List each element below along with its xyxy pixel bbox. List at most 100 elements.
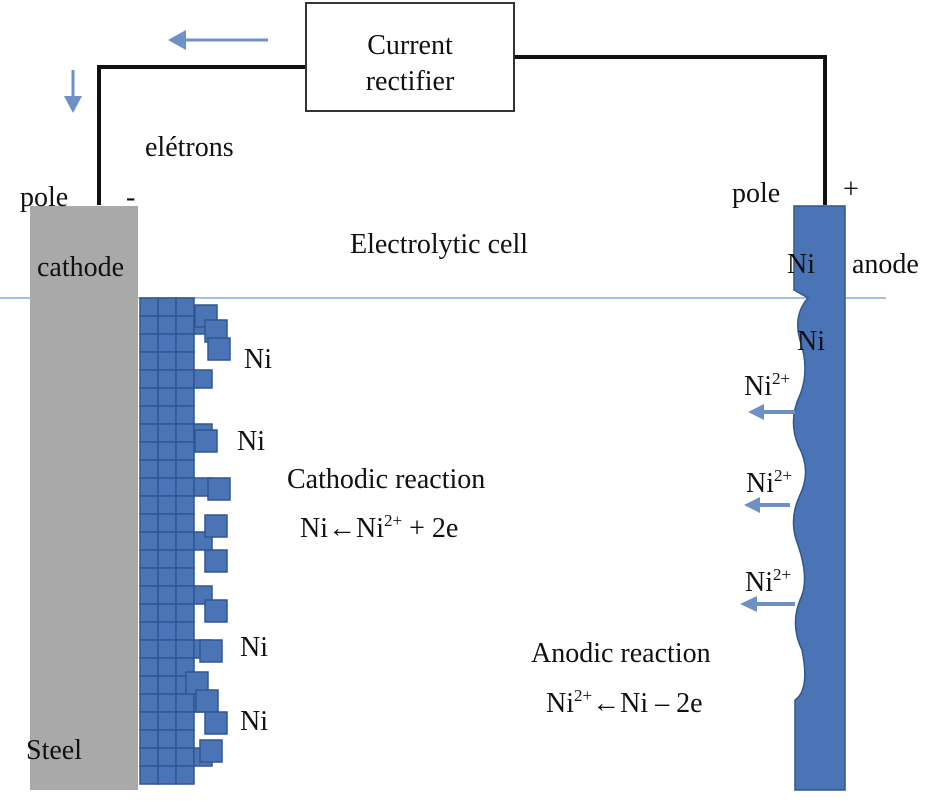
anode-label: anode [852,249,919,280]
electron-flow-arrow-left [168,30,268,50]
nickel-deposit-cell [139,567,159,587]
nickel-deposit-cell [157,639,177,659]
nickel-deposit-cell [157,729,177,749]
left-wire [97,65,305,205]
nickel-deposit-cell [139,459,159,479]
nickel-deposit-cell [157,315,177,335]
nickel-deposit-cell [157,621,177,641]
nickel-deposit-cell [139,585,159,605]
nickel-deposit-cell [157,657,177,677]
nickel-deposit-cell [175,621,195,641]
rectifier-label-line2: rectifier [365,66,455,97]
nickel-deposit-cell [139,513,159,533]
electron-flow-arrow-down [64,70,82,113]
nickel-deposit-cell [204,711,228,735]
pole-label-right: pole [732,178,781,209]
nickel-deposit-cell [139,423,159,443]
nickel-deposit-cell [199,639,223,663]
nickel-deposit-cell [139,747,159,767]
anode-ni-atom-label: Ni [797,326,825,357]
anode-nickel-plate [792,205,846,791]
nickel-deposit-cell [175,567,195,587]
nickel-deposit-cell [139,531,159,551]
nickel-deposit-cell [175,459,195,479]
ion-arrow-3 [740,596,795,612]
nickel-deposit-cell [139,603,159,623]
positive-sign: + [843,174,859,205]
nickel-deposit-cell [175,585,195,605]
cathode-steel-plate [30,206,138,790]
nickel-deposit-cell [207,477,231,501]
nickel-deposit-cell [199,739,223,763]
nickel-deposit-cell [204,514,228,538]
nickel-deposit-cell [139,405,159,425]
nickel-deposit-cell [139,621,159,641]
nickel-deposit-cell [175,729,195,749]
nickel-deposit-cell [139,333,159,353]
nickel-deposit-cell [139,441,159,461]
nickel-deposit-cell [175,333,195,353]
nickel-deposit-cell [175,441,195,461]
nickel-deposit-cell [139,765,159,785]
nickel-deposit-cell [157,747,177,767]
cathode-ni-label: Ni [237,426,265,457]
ion-arrow-1 [748,404,795,420]
nickel-deposit-cell [175,405,195,425]
anode-ni-label: Ni [787,249,815,280]
nickel-deposit-cell [139,657,159,677]
nickel-deposit-cell [139,549,159,569]
nickel-deposit-cell [157,333,177,353]
nickel-deposit-cell [139,477,159,497]
nickel-deposit-cell [139,297,159,317]
nickel-deposit-cell [175,747,195,767]
nickel-deposit-cell [157,549,177,569]
nickel-deposit-cell [193,369,213,389]
nickel-deposit-cell [157,297,177,317]
ion-arrow-2 [744,497,790,513]
rectifier-label-line1: Current [367,30,453,61]
nickel-deposit-cell [175,603,195,623]
cathode-ni-label: Ni [244,344,272,375]
nickel-deposit-cell [175,693,195,713]
nickel-deposit-cell [157,405,177,425]
nickel-deposit-cell [139,351,159,371]
nickel-deposit-layer [139,297,231,785]
nickel-deposit-cell [157,441,177,461]
nickel-deposit-cell [204,599,228,623]
cathodic-reaction-title: Cathodic reaction [287,464,486,495]
nickel-deposit-cell [139,729,159,749]
nickel-deposit-cell [157,351,177,371]
nickel-deposit-cell [204,549,228,573]
nickel-deposit-cell [194,429,218,453]
nickel-deposit-cell [175,495,195,515]
cathode-label: cathode [37,252,125,283]
nickel-deposit-cell [157,495,177,515]
nickel-deposit-cell [157,711,177,731]
ni2-ion-label: Ni2+ [746,466,793,499]
nickel-deposit-cell [139,675,159,695]
cathode-ni-label: Ni [240,706,268,737]
current-rectifier-box: Current rectifier [305,2,515,112]
nickel-deposit-cell [139,711,159,731]
nickel-deposit-cell [175,639,195,659]
right-wire [515,55,827,205]
nickel-deposit-cell [157,603,177,623]
nickel-deposit-cell [139,369,159,389]
nickel-deposit-cell [175,531,195,551]
nickel-deposit-cell [157,387,177,407]
nickel-deposit-cell [157,531,177,551]
nickel-deposit-cell [175,297,195,317]
nickel-deposit-cell [139,387,159,407]
nickel-deposit-cell [175,423,195,443]
nickel-deposit-cell [157,423,177,443]
ni2-ion-label: Ni2+ [745,565,792,598]
nickel-deposit-cell [157,477,177,497]
nickel-deposit-cell [157,567,177,587]
electrons-label: elétrons [145,132,234,163]
negative-sign: - [126,182,136,213]
nickel-deposit-cell [175,387,195,407]
nickel-deposit-cell [175,315,195,335]
steel-label: Steel [26,735,82,766]
nickel-deposit-cell [195,689,219,713]
